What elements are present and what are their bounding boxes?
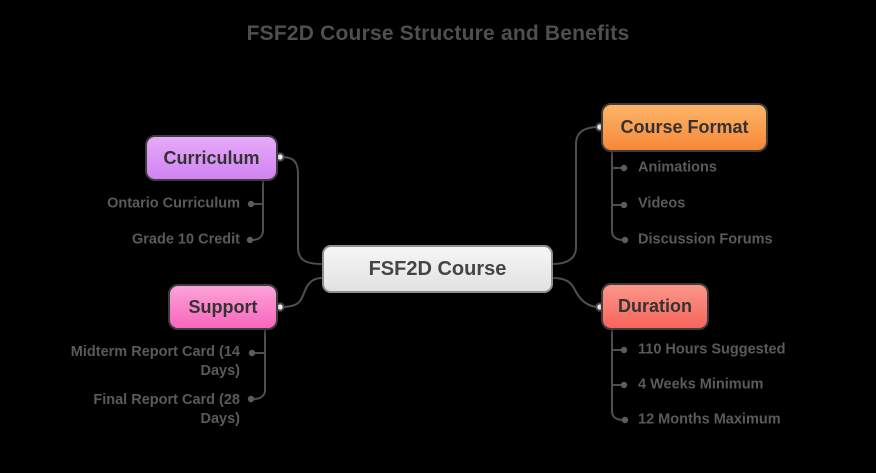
child-animations: Animations [638, 159, 717, 176]
child-4-weeks-minimum: 4 Weeks Minimum [638, 376, 764, 393]
child-grade-10-credit: Grade 10 Credit [132, 231, 240, 248]
node-curriculum: Curriculum [145, 135, 278, 181]
child-12-months-maximum: 12 Months Maximum [638, 411, 781, 428]
node-central-fsf2d-course: FSF2D Course [322, 245, 553, 293]
edge-center-course-format [552, 126, 600, 265]
node-label: Duration [618, 296, 692, 316]
node-label: Curriculum [163, 147, 260, 168]
child-110-hours-suggested: 110 Hours Suggested [638, 341, 786, 358]
node-label: Support [188, 296, 258, 317]
child-final-report-card: Final Report Card (28 Days) [93, 392, 240, 427]
edge-center-duration [552, 277, 600, 308]
child-ontario-curriculum: Ontario Curriculum [107, 195, 240, 212]
bullet-dot [621, 416, 629, 424]
diagram-title: FSF2D Course Structure and Benefits [246, 22, 630, 45]
child-discussion-forums: Discussion Forums [638, 231, 773, 248]
node-label: FSF2D Course [368, 257, 507, 280]
spine-curriculum-children [250, 179, 264, 241]
bullet-dot [620, 201, 628, 209]
node-label: Course Format [620, 117, 749, 137]
bullet-dot [246, 236, 254, 244]
bullet-dot [620, 346, 628, 354]
spine-duration-children [611, 329, 625, 421]
spine-course-format-children [611, 151, 625, 241]
bullet-dot [248, 349, 256, 357]
child-videos: Videos [638, 195, 686, 212]
bullet-dot [247, 395, 255, 403]
node-support: Support [168, 284, 278, 330]
node-duration: Duration [601, 283, 709, 330]
child-midterm-report-card: Midterm Report Card (14 Days) [70, 344, 240, 379]
edge-curriculum-center [280, 156, 323, 265]
bullet-dot [620, 381, 628, 389]
edge-support-center [280, 277, 323, 308]
bullet-dot [620, 164, 628, 172]
spine-support-children [252, 329, 266, 400]
bullet-dot [621, 236, 629, 244]
node-course-format: Course Format [601, 103, 768, 152]
bullet-dot [247, 200, 255, 208]
